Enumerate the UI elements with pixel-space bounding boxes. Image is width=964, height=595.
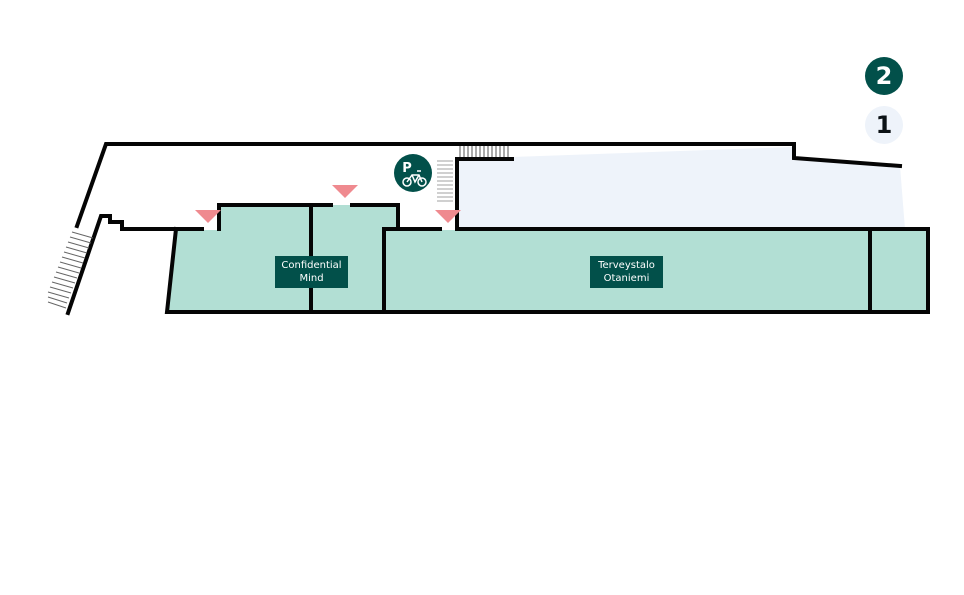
room-label-terveystalo-otaniemi: Terveystalo Otaniemi — [590, 256, 663, 288]
stairs-small — [437, 160, 453, 202]
stairs-west — [47, 231, 94, 309]
bicycle-parking-icon[interactable]: P — [394, 154, 432, 192]
entrance-marker-2 — [332, 185, 358, 198]
room-label-line1: Terveystalo — [598, 260, 655, 271]
room-label-line1: Confidential — [281, 260, 342, 271]
entrance-marker-1 — [195, 210, 221, 223]
stairs-north — [459, 146, 509, 157]
room-label-line2: Otaniemi — [603, 273, 650, 284]
room-east-unit[interactable] — [870, 230, 928, 312]
room-label-confidential-mind: Confidential Mind — [275, 256, 348, 288]
corridor-area — [458, 147, 905, 229]
entrance-marker-3 — [435, 210, 461, 223]
entrance-markers — [195, 185, 461, 223]
room-label-line2: Mind — [299, 273, 324, 284]
walls — [65, 142, 930, 316]
bike-parking-letter: P — [402, 161, 412, 176]
floor-2-button[interactable]: 2 — [865, 57, 903, 95]
floor-1-button[interactable]: 1 — [865, 106, 903, 144]
